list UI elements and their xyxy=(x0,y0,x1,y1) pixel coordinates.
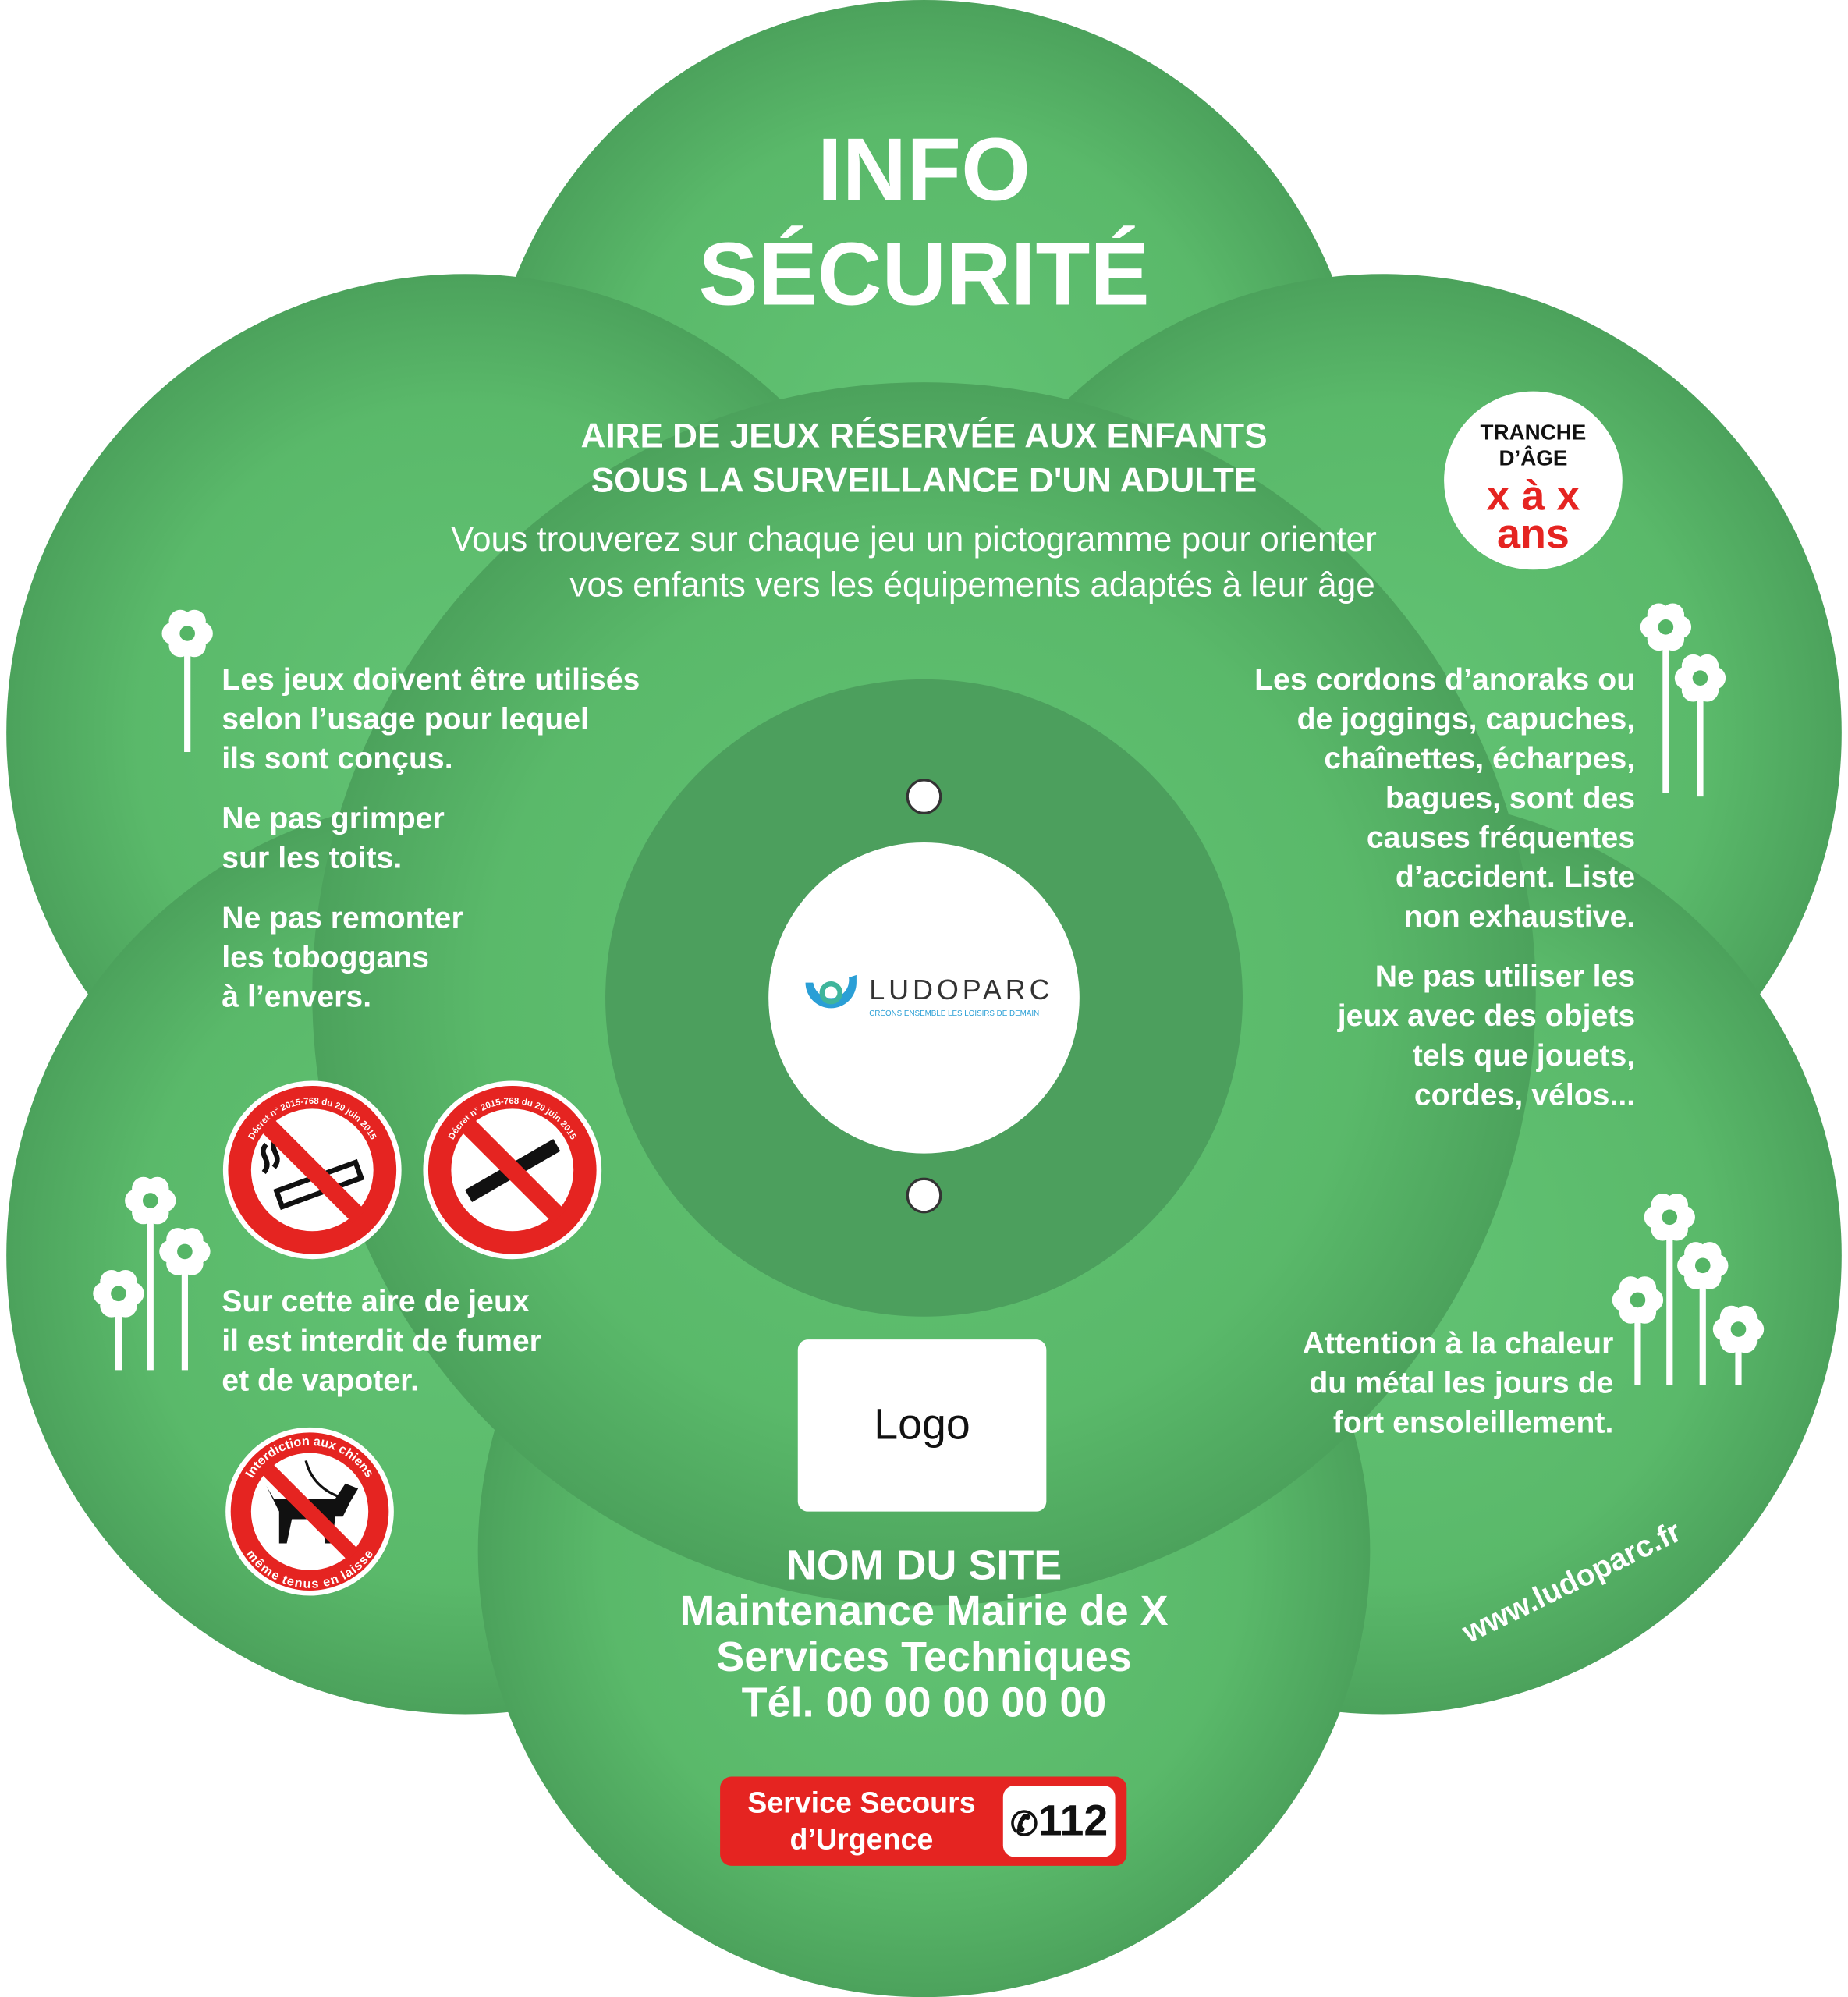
rule-line: Sur cette aire de jeux xyxy=(222,1284,530,1319)
intro-line-1: Vous trouverez sur chaque jeu un pictogr… xyxy=(451,520,1377,559)
rule-line: ils sont conçus. xyxy=(222,741,453,776)
emergency-number: 112 xyxy=(1038,1797,1108,1846)
emergency-label-1: Service Secours xyxy=(747,1785,976,1819)
site-maintenance: Maintenance Mairie de X xyxy=(679,1587,1169,1634)
brand-name: LUDOPARC xyxy=(869,974,1054,1006)
flower-icon xyxy=(161,609,213,752)
heat-rule: Attention à la chaleur du métal les jours… xyxy=(1303,1325,1614,1443)
logo-disc xyxy=(768,842,1080,1154)
title-line-2: SÉCURITÉ xyxy=(698,224,1150,324)
rule-line: tels que jouets, xyxy=(1412,1038,1636,1073)
rule-line: Ne pas utiliser les xyxy=(1374,959,1636,995)
rule-line: et de vapoter. xyxy=(222,1364,420,1399)
rule-line: à l’envers. xyxy=(222,980,372,1015)
subtitle-line-1: AIRE DE JEUX RÉSERVÉE AUX ENFANTS xyxy=(580,417,1268,456)
rule-line: Les cordons d’anoraks ou xyxy=(1254,662,1636,697)
no-vaping-icon: Décret n° 2015-768 du 29 juin 2015 xyxy=(423,1080,602,1260)
age-range-badge: TRANCHE D’ÂGE x à x ans xyxy=(1444,391,1623,570)
emergency-badge: Service Secours d’Urgence ✆112 xyxy=(720,1776,1127,1866)
rule-line: cordes, vélos... xyxy=(1413,1078,1636,1113)
rule-paragraph: Sur cette aire de jeux il est interdit de… xyxy=(222,1282,541,1401)
rule-line: Attention à la chaleur xyxy=(1302,1326,1614,1361)
emergency-label: Service Secours d’Urgence xyxy=(720,1784,1003,1858)
rule-line: Ne pas grimper xyxy=(222,801,445,836)
site-name: NOM DU SITE xyxy=(786,1541,1062,1588)
logo-placeholder: Logo xyxy=(797,1339,1047,1512)
age-label-2: D’ÂGE xyxy=(1499,445,1568,470)
decorative-flowers xyxy=(93,603,1765,1385)
rule-line: fort ensoleillement. xyxy=(1332,1406,1614,1441)
flower-icon xyxy=(1674,654,1726,797)
no-dogs-icon: Interdiction aux chiens même tenus en la… xyxy=(225,1427,394,1596)
emergency-label-2: d’Urgence xyxy=(789,1822,934,1856)
rule-paragraph: Ne pas remonter les toboggans à l’envers. xyxy=(222,899,640,1017)
rule-line: Les jeux doivent être utilisés xyxy=(222,662,640,697)
rule-line: chaînettes, écharpes, xyxy=(1324,741,1636,776)
mounting-hole xyxy=(906,779,942,814)
rule-line: d’accident. Liste xyxy=(1395,860,1636,895)
left-rules: Les jeux doivent être utilisés selon l’us… xyxy=(222,660,640,1016)
brand-tagline: CRÉONS ENSEMBLE LES LOISIRS DE DEMAIN xyxy=(869,1010,1040,1019)
rule-line: les toboggans xyxy=(222,940,430,975)
rule-line: il est interdit de fumer xyxy=(222,1324,541,1359)
flower-icon xyxy=(1644,1194,1695,1385)
flower-icon xyxy=(159,1228,211,1371)
no-smoking-icon: Décret n° 2015-768 du 29 juin 2015 xyxy=(222,1080,402,1260)
flower-icon xyxy=(1677,1242,1729,1385)
subtitle-line-2: SOUS LA SURVEILLANCE D'UN ADULTE xyxy=(591,461,1257,500)
rule-line: non exhaustive. xyxy=(1403,899,1636,935)
age-value-1: x à x xyxy=(1486,471,1580,519)
rule-paragraph: Les cordons d’anoraks ou de joggings, cap… xyxy=(1254,660,1635,937)
site-services: Services Techniques xyxy=(716,1632,1132,1680)
emergency-number-box: ✆112 xyxy=(1002,1785,1116,1857)
rule-line: de joggings, capuches, xyxy=(1296,702,1636,737)
age-value-2: ans xyxy=(1497,509,1570,557)
rule-line: jeux avec des objets xyxy=(1337,998,1636,1034)
rule-line: Ne pas remonter xyxy=(222,901,463,936)
flower-icon xyxy=(1712,1305,1765,1385)
rule-line: selon l’usage pour lequel xyxy=(222,702,589,737)
site-phone: Tél. 00 00 00 00 00 xyxy=(741,1678,1107,1726)
rule-line: du métal les jours de xyxy=(1309,1366,1614,1401)
rule-line: causes fréquentes xyxy=(1366,821,1636,856)
mounting-hole xyxy=(906,1177,942,1214)
right-rules: Les cordons d’anoraks ou de joggings, cap… xyxy=(1254,660,1635,1115)
flower-icon xyxy=(125,1176,176,1371)
rule-paragraph: Ne pas grimper sur les toits. xyxy=(222,799,640,878)
smoking-rule: Sur cette aire de jeux il est interdit de… xyxy=(222,1282,541,1401)
flower-icon xyxy=(1640,603,1692,793)
flower-icon xyxy=(93,1270,144,1371)
intro-line-2: vos enfants vers les équipements adaptés… xyxy=(569,566,1375,605)
rule-paragraph: Attention à la chaleur du métal les jours… xyxy=(1303,1325,1614,1443)
rule-paragraph: Les jeux doivent être utilisés selon l’us… xyxy=(222,660,640,779)
title-line-1: INFO xyxy=(817,119,1031,220)
flower-icon xyxy=(1612,1276,1664,1385)
rule-line: bagues, sont des xyxy=(1385,781,1636,816)
logo-placeholder-text: Logo xyxy=(874,1400,970,1449)
ludoparc-logo-icon xyxy=(805,974,857,1009)
rule-line: sur les toits. xyxy=(222,841,403,876)
age-label-1: TRANCHE xyxy=(1480,420,1587,445)
phone-icon: ✆ xyxy=(1010,1804,1038,1843)
